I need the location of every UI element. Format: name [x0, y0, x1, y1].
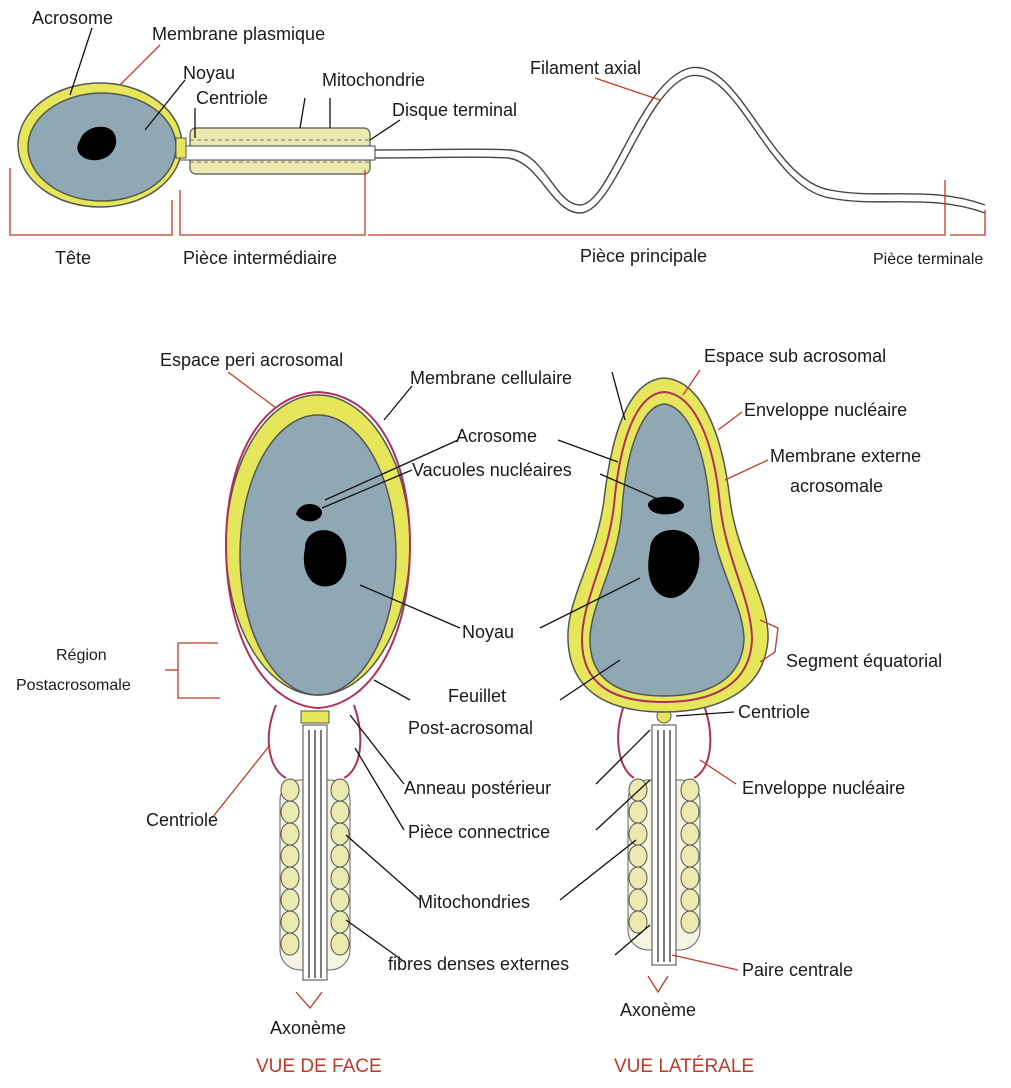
label-centriole-top: Centriole [196, 88, 268, 108]
label-centriole-front: Centriole [146, 810, 218, 830]
label-region-postacrosomale-1: Région [56, 647, 107, 664]
label-region-postacrosomale-2: Postacrosomale [16, 677, 131, 694]
label-feuillet-2: Post-acrosomal [408, 718, 533, 738]
label-vacuoles-nucleaires: Vacuoles nucléaires [412, 460, 572, 480]
whole-sperm-drawing [18, 67, 985, 213]
label-piece-connectrice: Pièce connectrice [408, 822, 550, 842]
label-piece-terminale: Pièce terminale [873, 251, 983, 268]
label-axoneme-lateral: Axonème [620, 1000, 696, 1020]
label-tete: Tête [55, 248, 91, 268]
label-centriole-lateral: Centriole [738, 702, 810, 722]
label-segment-equatorial: Segment équatorial [786, 651, 942, 671]
label-feuillet-1: Feuillet [448, 686, 506, 706]
label-mitochondrie: Mitochondrie [322, 70, 425, 90]
label-mitochondries: Mitochondries [418, 892, 530, 912]
label-enveloppe-nucleaire-bottom: Enveloppe nucléaire [742, 778, 905, 798]
label-espace-sub-acrosomal: Espace sub acrosomal [704, 346, 886, 366]
label-membrane-plasmique: Membrane plasmique [152, 24, 325, 44]
label-noyau-bottom: Noyau [462, 622, 514, 642]
label-piece-principale: Pièce principale [580, 246, 707, 266]
label-acrosome-top: Acrosome [32, 8, 113, 28]
label-piece-intermediaire: Pièce intermédiaire [183, 248, 337, 268]
label-membrane-externe-2: acrosomale [790, 476, 883, 496]
caption-vue-de-face: VUE DE FACE [256, 1056, 382, 1077]
caption-vue-laterale: VUE LATÉRALE [614, 1056, 754, 1077]
front-nucleus-dark [304, 530, 347, 586]
label-anneau-posterieur: Anneau postérieur [404, 778, 551, 798]
label-membrane-cellulaire: Membrane cellulaire [410, 368, 572, 388]
label-espace-peri-acrosomal: Espace peri acrosomal [160, 350, 343, 370]
label-filament-axial: Filament axial [530, 58, 641, 78]
label-acrosome-bottom: Acrosome [456, 426, 537, 446]
label-paire-centrale: Paire centrale [742, 960, 853, 980]
label-axoneme-front: Axonème [270, 1018, 346, 1038]
label-membrane-externe-1: Membrane externe [770, 446, 921, 466]
label-enveloppe-nucleaire-top: Enveloppe nucléaire [744, 400, 907, 420]
front-view-drawing [226, 392, 410, 980]
label-fibres-denses-externes: fibres denses externes [388, 954, 569, 974]
lateral-view-drawing [568, 378, 768, 965]
label-noyau-top: Noyau [183, 63, 235, 83]
label-disque-terminal: Disque terminal [392, 100, 517, 120]
